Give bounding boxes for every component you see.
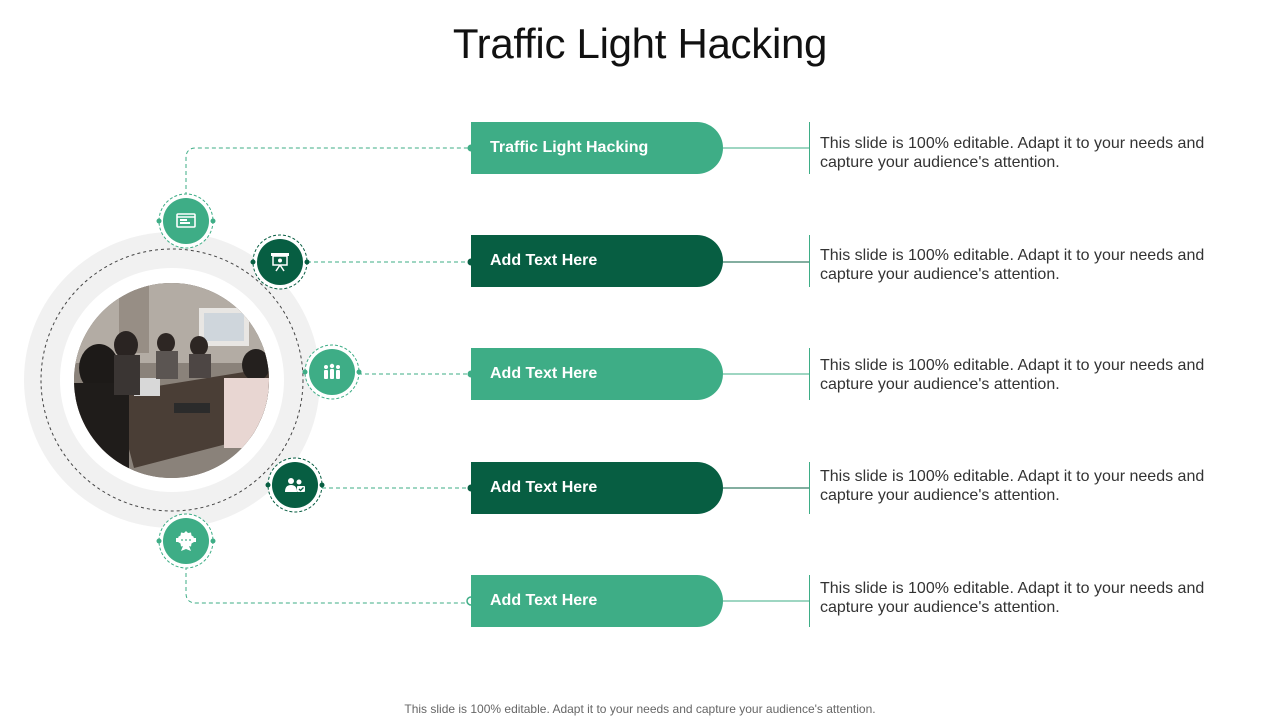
item-label-5: Add Text Here: [471, 575, 723, 627]
separator: [809, 122, 810, 174]
item-description-3: This slide is 100% editable. Adapt it to…: [820, 357, 1205, 393]
team-group-icon: [309, 349, 355, 395]
presentation-board-icon: [257, 239, 303, 285]
separator: [809, 348, 810, 400]
separator: [809, 462, 810, 514]
meeting-photo-illustration: [74, 283, 269, 478]
meeting-photo: [74, 283, 269, 478]
monitor-icon: [163, 198, 209, 244]
item-description-4: This slide is 100% editable. Adapt it to…: [820, 468, 1205, 504]
users-chat-icon: [272, 462, 318, 508]
item-description-1: This slide is 100% editable. Adapt it to…: [820, 135, 1205, 171]
award-ribbon-icon: [163, 518, 209, 564]
item-label-1: Traffic Light Hacking: [471, 122, 723, 174]
page-title: Traffic Light Hacking: [452, 20, 828, 67]
item-label-4: Add Text Here: [471, 462, 723, 514]
item-description-5: This slide is 100% editable. Adapt it to…: [820, 580, 1205, 616]
item-label-2: Add Text Here: [471, 235, 723, 287]
footer-note: This slide is 100% editable. Adapt it to…: [404, 702, 876, 716]
separator: [809, 235, 810, 287]
separator: [809, 575, 810, 627]
item-description-2: This slide is 100% editable. Adapt it to…: [820, 247, 1205, 283]
item-label-3: Add Text Here: [471, 348, 723, 400]
